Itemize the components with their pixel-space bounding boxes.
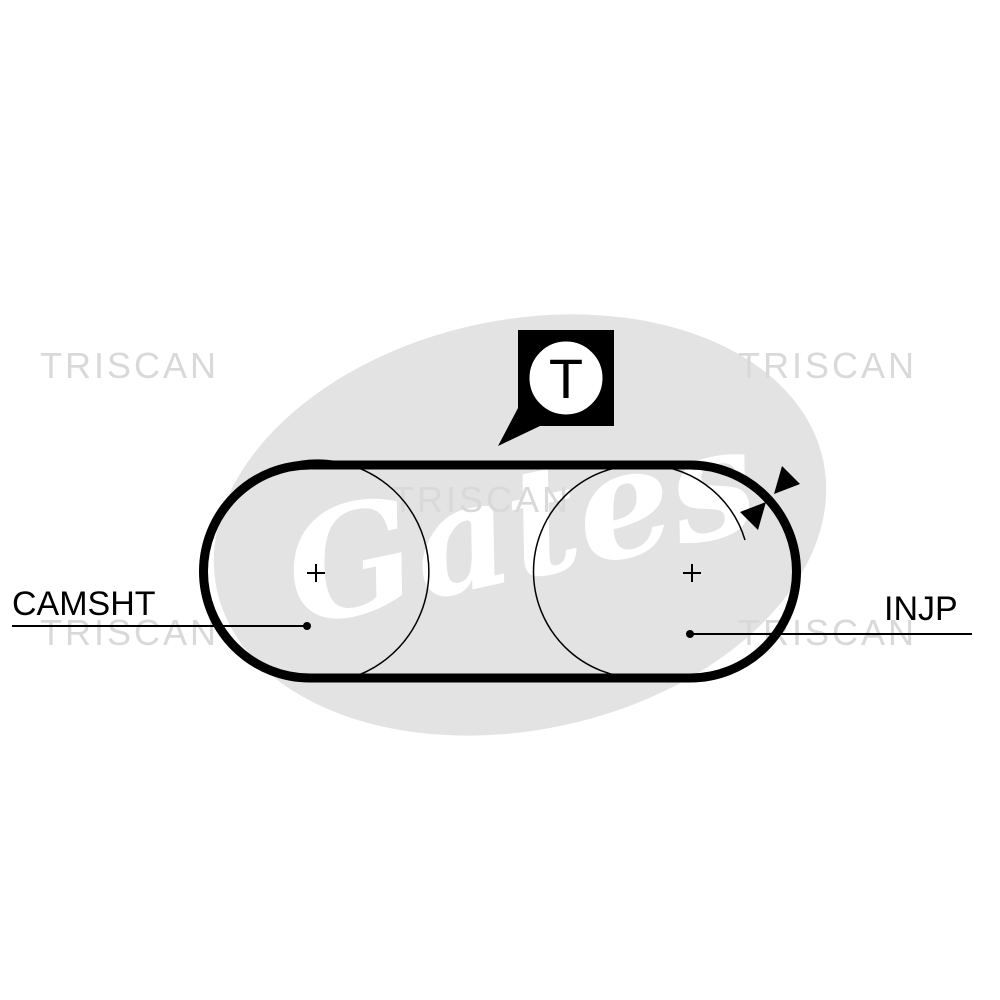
- right-pulley-label-group: INJP: [686, 590, 972, 638]
- watermark-brand-center: TRISCAN: [392, 479, 571, 520]
- tensioner-label: T: [549, 347, 583, 410]
- belt-thickness-arrows-icon: [740, 466, 800, 530]
- timing-belt: [199, 460, 801, 683]
- left-pulley-label-group: CAMSHT: [12, 585, 311, 630]
- tensioner-callout-icon: T: [498, 330, 614, 446]
- watermark-brand-top-left: TRISCAN: [40, 345, 219, 386]
- pulley-center-plus-icon: [307, 564, 701, 582]
- watermark-brand-top-right: TRISCAN: [738, 345, 917, 386]
- gates-logo-watermark: Gates: [213, 314, 827, 736]
- gates-logo-oval: [213, 314, 827, 736]
- right-pulley-label: INJP: [884, 590, 958, 628]
- watermark-brand-bottom-left: TRISCAN: [40, 612, 219, 653]
- right-pulley: [532, 464, 641, 679]
- left-pulley-label: CAMSHT: [12, 585, 156, 623]
